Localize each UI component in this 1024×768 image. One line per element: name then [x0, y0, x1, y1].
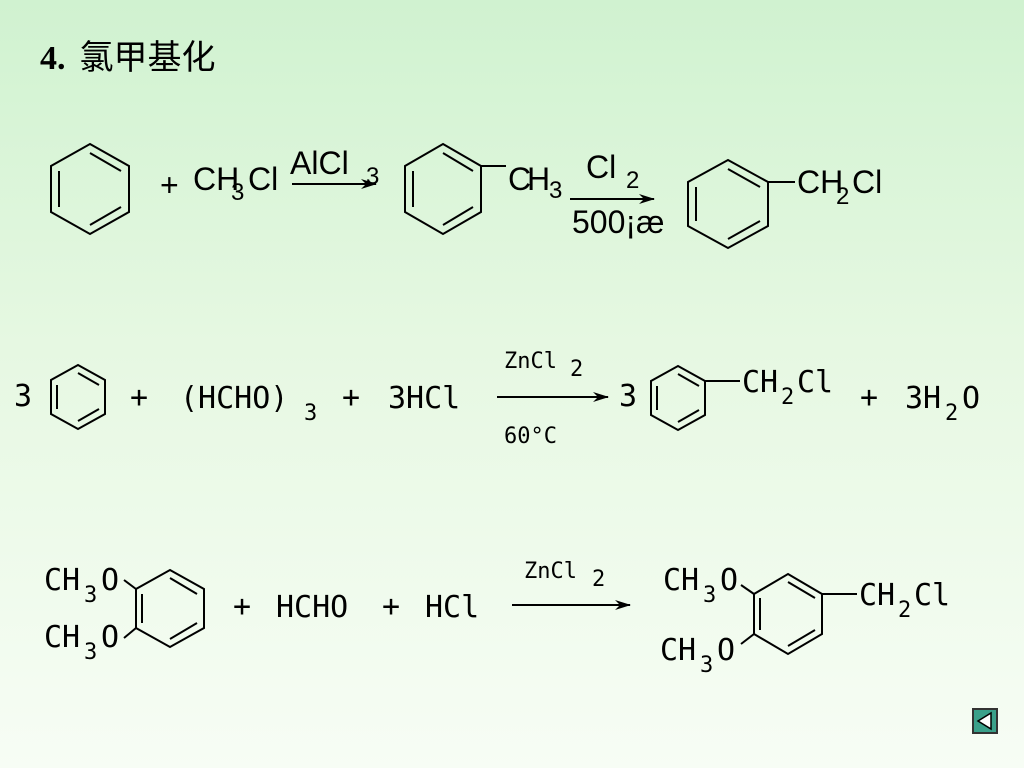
methoxy-ch: CH: [660, 633, 696, 668]
water-subscript: 2: [945, 401, 958, 426]
chloromethane-ch: CH: [193, 161, 239, 197]
toluene-c: C: [508, 161, 531, 197]
reaction-1: + CH 3 Cl AlCl 3 C H 3 Cl 2 500¡æ: [50, 142, 882, 250]
catalyst-subscript: 2: [592, 567, 605, 592]
hydrochloric-acid: 3HCl: [388, 381, 460, 416]
methoxy-subscript: 3: [84, 583, 97, 608]
plus-sign: +: [860, 380, 878, 415]
coefficient-3: 3: [619, 379, 637, 414]
methoxy-ch: CH: [44, 563, 80, 598]
toluene-h: H: [527, 161, 550, 197]
toluene-subscript: 3: [549, 177, 562, 204]
plus-sign: +: [130, 380, 148, 415]
methoxy-subscript: 3: [700, 653, 713, 678]
veratrole-ring: [123, 568, 205, 649]
reaction-2: 3 + (HCHO) 3 + 3HCl ZnCl 2 60°C 3: [14, 349, 980, 449]
trioxane-formula: (HCHO): [180, 381, 288, 416]
dimethoxybenzyl-chloride-ring: [740, 572, 857, 656]
catalyst-subscript: 2: [570, 357, 583, 382]
slide-title: 4. 氯甲基化: [40, 30, 216, 79]
catalyst-zncl: ZnCl: [504, 349, 557, 374]
back-button[interactable]: [972, 708, 998, 734]
catalyst-subscript: 3: [366, 163, 379, 190]
section-heading: 氯甲基化: [79, 40, 216, 77]
chlorine-cl: Cl: [586, 149, 616, 185]
methoxy-subscript: 3: [84, 640, 97, 665]
benzene-ring: [50, 363, 106, 431]
benzyl-chloride-subscript: 2: [781, 385, 794, 410]
benzyl-chloride-ch: CH: [742, 365, 778, 400]
methoxy-o: O: [717, 633, 735, 668]
catalyst-alcl: AlCl: [290, 145, 349, 181]
coefficient-3: 3: [14, 379, 32, 414]
chloromethyl-cl: Cl: [914, 578, 950, 613]
methoxy-ch: CH: [44, 620, 80, 655]
temperature-condition: 60°C: [504, 424, 557, 449]
trioxane-subscript: 3: [304, 401, 317, 426]
temperature-condition: 500¡æ: [572, 204, 665, 240]
toluene-ring: [404, 142, 506, 236]
chloromethane-cl: Cl: [248, 161, 278, 197]
formaldehyde: HCHO: [276, 590, 348, 625]
reaction-3: CH 3 O CH 3 O + HCHO + HCl ZnCl 2 CH 3: [44, 559, 950, 678]
benzyl-chloride-ch: CH: [797, 164, 843, 200]
methoxy-o: O: [101, 563, 119, 598]
plus-sign: +: [382, 589, 400, 624]
water-oxygen: O: [962, 381, 980, 416]
benzene-ring: [50, 142, 130, 236]
water-formula: 3H: [905, 381, 941, 416]
benzyl-chloride-ring: [687, 158, 795, 250]
plus-sign: +: [342, 380, 360, 415]
plus-sign: +: [160, 167, 179, 203]
methoxy-ch: CH: [663, 563, 699, 598]
benzyl-chloride-cl: Cl: [852, 164, 882, 200]
chlorine-subscript: 2: [626, 167, 639, 194]
hydrochloric-acid: HCl: [425, 590, 479, 625]
methoxy-o: O: [720, 563, 738, 598]
benzyl-chloride-cl: Cl: [797, 365, 833, 400]
section-number: 4.: [40, 40, 66, 77]
methoxy-subscript: 3: [703, 583, 716, 608]
catalyst-zncl: ZnCl: [524, 559, 577, 584]
plus-sign: +: [233, 589, 251, 624]
back-triangle-icon: [976, 711, 992, 731]
chloromethyl-ch: CH: [859, 578, 895, 613]
chloromethyl-subscript: 2: [898, 598, 911, 623]
methoxy-o: O: [101, 620, 119, 655]
benzyl-chloride-subscript: 2: [836, 183, 849, 210]
benzyl-chloride-ring: [650, 364, 740, 432]
chloromethane-subscript: 3: [231, 179, 244, 206]
